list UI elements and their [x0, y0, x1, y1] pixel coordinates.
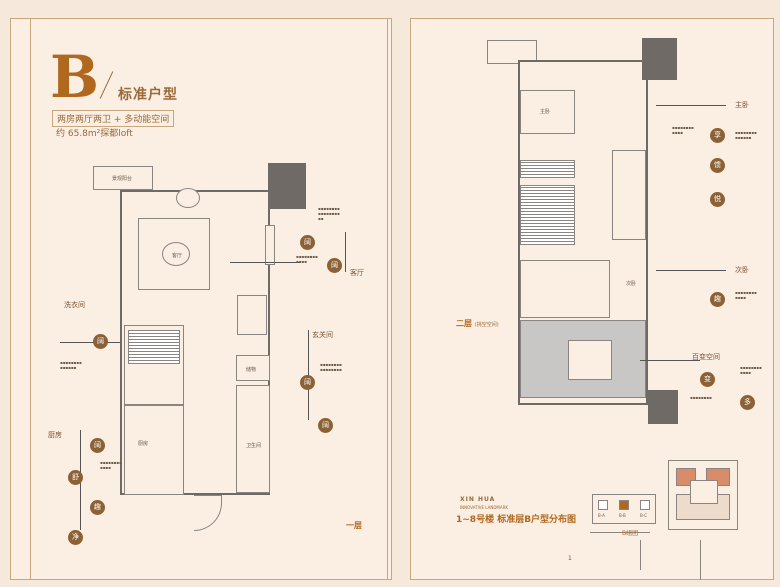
side-label-hall: 客厅 [350, 269, 364, 277]
callout-badge: 净 [68, 530, 83, 545]
callout-badge: 阔 [300, 235, 315, 250]
distribution-title: 1~8号楼 标准层B户型分布图 [456, 515, 577, 525]
right-bathroom [612, 150, 646, 240]
callout-note: ▪▪▪▪▪▪▪▪▪▪▪▪ [735, 290, 757, 300]
right-side-label-master: 主卧 [735, 101, 749, 109]
unit-type-letter: B [50, 43, 100, 111]
callout-note: ▪▪▪▪▪▪▪▪▪▪▪▪▪▪ [735, 130, 757, 140]
wardrobe [520, 160, 575, 178]
floor-tag-2: 二层 (挑空空间) [456, 318, 499, 329]
kitchen [124, 405, 184, 495]
floor-tag-2-sub: (挑空空间) [474, 322, 499, 328]
left-balcony [93, 166, 153, 190]
callout-badge: 趣 [90, 500, 105, 515]
bath-label: 卫生间 [246, 443, 262, 449]
kitchen-label: 厨房 [138, 441, 149, 447]
brand-name: XIN HUA [460, 496, 496, 503]
study-table [568, 340, 612, 380]
floor-tag-2-label: 二层 [456, 319, 472, 328]
right-pillar-bottom [648, 390, 678, 424]
unit-area: 约 65.8m²探都loft [56, 129, 133, 139]
right-pillar-top [642, 38, 677, 80]
leader-line [656, 105, 726, 106]
callout-note: ▪▪▪▪▪▪▪▪▪▪▪▪ [296, 254, 318, 264]
callout-note: ▪▪▪▪▪▪▪▪▪▪▪▪ [740, 365, 762, 375]
callout-badge: 变 [700, 372, 715, 387]
callout-badge: 阔 [318, 418, 333, 433]
right-staircase [520, 185, 575, 245]
group-marker: B组团 [622, 530, 639, 537]
legend-label: B-C [640, 513, 647, 518]
callout-badge: 阔 [90, 438, 105, 453]
bed2-label: 次卧 [626, 281, 637, 287]
master-label: 主卧 [540, 109, 551, 115]
tv-cabinet [265, 225, 275, 265]
callout-note: ▪▪▪▪▪▪▪▪▪▪▪▪▪▪ [60, 360, 82, 370]
floor-tag-1: 一层 [346, 521, 362, 530]
callout-badge: 悦 [710, 192, 725, 207]
side-label-parking: 玄关间 [312, 331, 333, 339]
callout-badge: 馈 [710, 158, 725, 173]
callout-note: ▪▪▪▪▪▪▪▪▪▪▪▪ [672, 125, 694, 135]
callout-note: ▪▪▪▪▪▪▪▪ [690, 395, 712, 400]
leader-line [345, 232, 346, 272]
site-line [640, 540, 641, 570]
unit-type-title: 标准户型 [118, 87, 178, 103]
legend-swatch [640, 500, 650, 510]
site-line [590, 532, 650, 533]
stair-steps [128, 330, 180, 364]
coffee-table [162, 242, 190, 266]
storage-label: 储物 [246, 367, 257, 373]
balcony-label: 景观阳台 [112, 176, 133, 182]
callout-badge: 舒 [68, 470, 83, 485]
legend-swatch [598, 500, 608, 510]
legend-label: B-A [598, 513, 605, 518]
leader-line [60, 342, 120, 343]
dining-table [237, 295, 267, 335]
living-label: 客厅 [172, 253, 183, 259]
leader-line [640, 360, 700, 361]
left-panel-frame [30, 18, 388, 580]
callout-badge: 阔 [327, 258, 342, 273]
legend-swatch [619, 500, 629, 510]
callout-badge: 阔 [300, 375, 315, 390]
callout-badge: 阔 [93, 334, 108, 349]
master-bed [520, 90, 575, 134]
leader-line [230, 262, 300, 263]
callout-badge: 趣 [710, 292, 725, 307]
right-side-label-multi: 百变空间 [692, 353, 720, 361]
callout-badge: 享 [710, 128, 725, 143]
site-core [690, 480, 718, 504]
callout-note: ▪▪▪▪▪▪▪▪▪▪▪▪▪▪▪▪▪▪ [318, 206, 340, 221]
legend-label: B-B [619, 513, 626, 518]
callout-badge: 多 [740, 395, 755, 410]
storage-room [236, 355, 270, 381]
bathroom [236, 385, 270, 493]
callout-note: ▪▪▪▪▪▪▪▪▪▪▪▪ [100, 460, 122, 470]
right-side-label-second: 次卧 [735, 266, 749, 274]
brand-subtitle: INNOVATIVE LANDMARK [460, 505, 509, 510]
floor-number: 1 [568, 555, 572, 562]
left-pillar-top [268, 163, 306, 209]
leader-line [656, 270, 726, 271]
second-bedroom [520, 260, 610, 318]
side-label-laundry: 洗衣间 [64, 301, 85, 309]
unit-subtitle: 两房两厅两卫 + 多动能空间 [52, 110, 175, 127]
site-line [700, 540, 701, 580]
side-label-entry: 厨房 [48, 431, 62, 439]
armchair [176, 188, 200, 208]
callout-note: ▪▪▪▪▪▪▪▪▪▪▪▪▪▪▪▪ [320, 362, 342, 372]
